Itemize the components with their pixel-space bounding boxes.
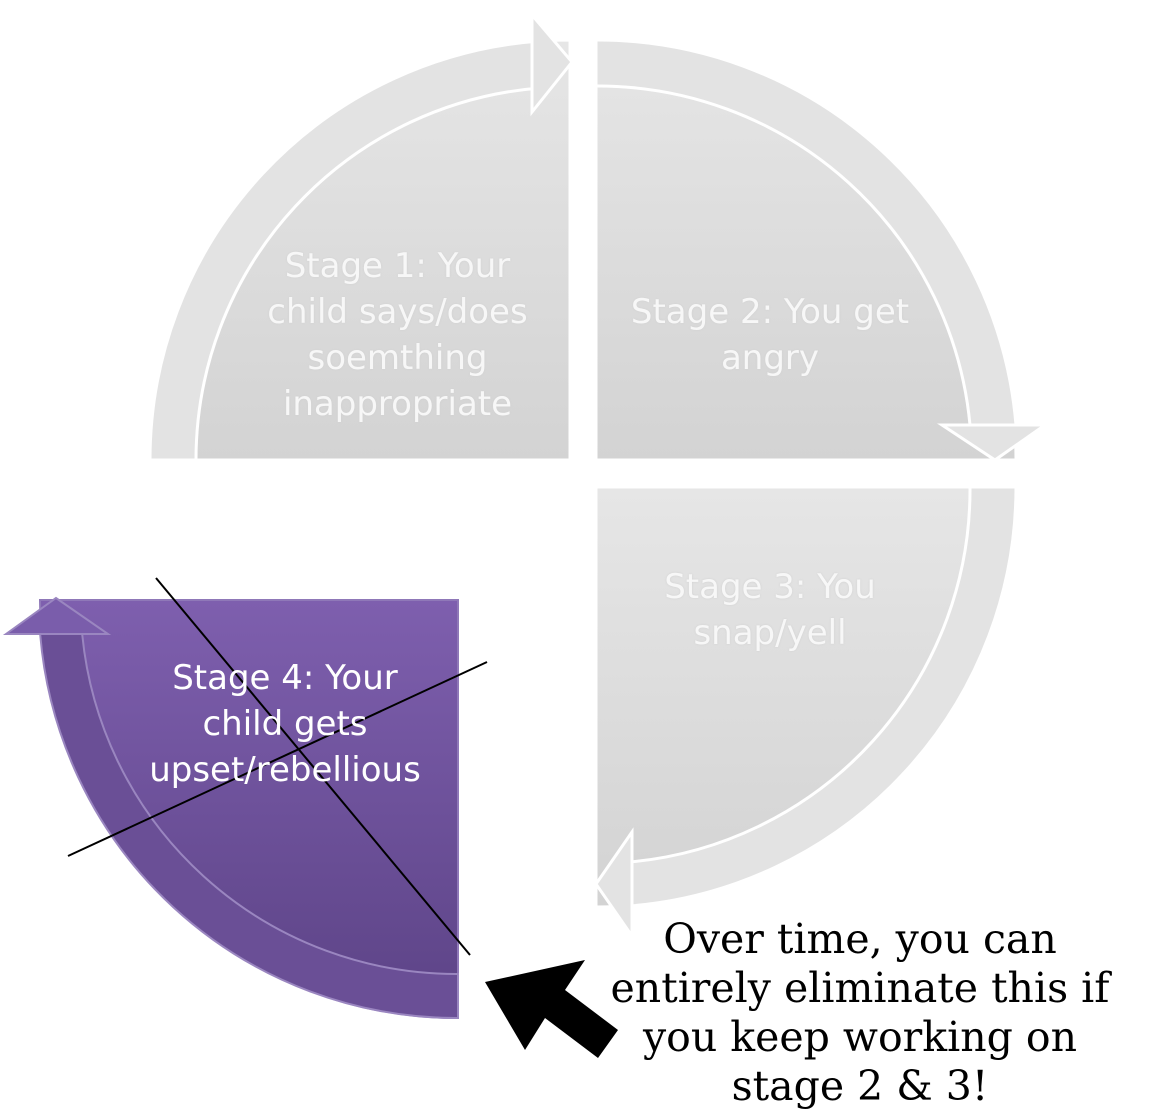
annotation-note: Over time, you can entirely eliminate th… (610, 915, 1110, 1110)
arrowhead-left-icon (594, 827, 634, 941)
arrowhead-right-icon (530, 10, 574, 117)
stage-2-label: Stage 2: You get angry (630, 292, 910, 378)
stage-3-quadrant (594, 485, 1018, 941)
cross-out-line (155, 577, 471, 956)
stage-4-quadrant (2, 596, 459, 1020)
pointer-arrow-icon (485, 960, 618, 1058)
stage-3-label: Stage 3: You snap/yell (664, 567, 876, 653)
cross-out-line (67, 661, 488, 857)
stage-1-label: Stage 1: Your child says/does soemthing … (267, 246, 528, 424)
stage-2-quadrant (594, 38, 1050, 462)
stage-4-label: Stage 4: Your child gets upset/rebelliou… (149, 658, 421, 790)
arrowhead-up-icon (2, 596, 112, 635)
stage-1-quadrant (148, 10, 574, 462)
arrowhead-down-icon (937, 423, 1050, 462)
